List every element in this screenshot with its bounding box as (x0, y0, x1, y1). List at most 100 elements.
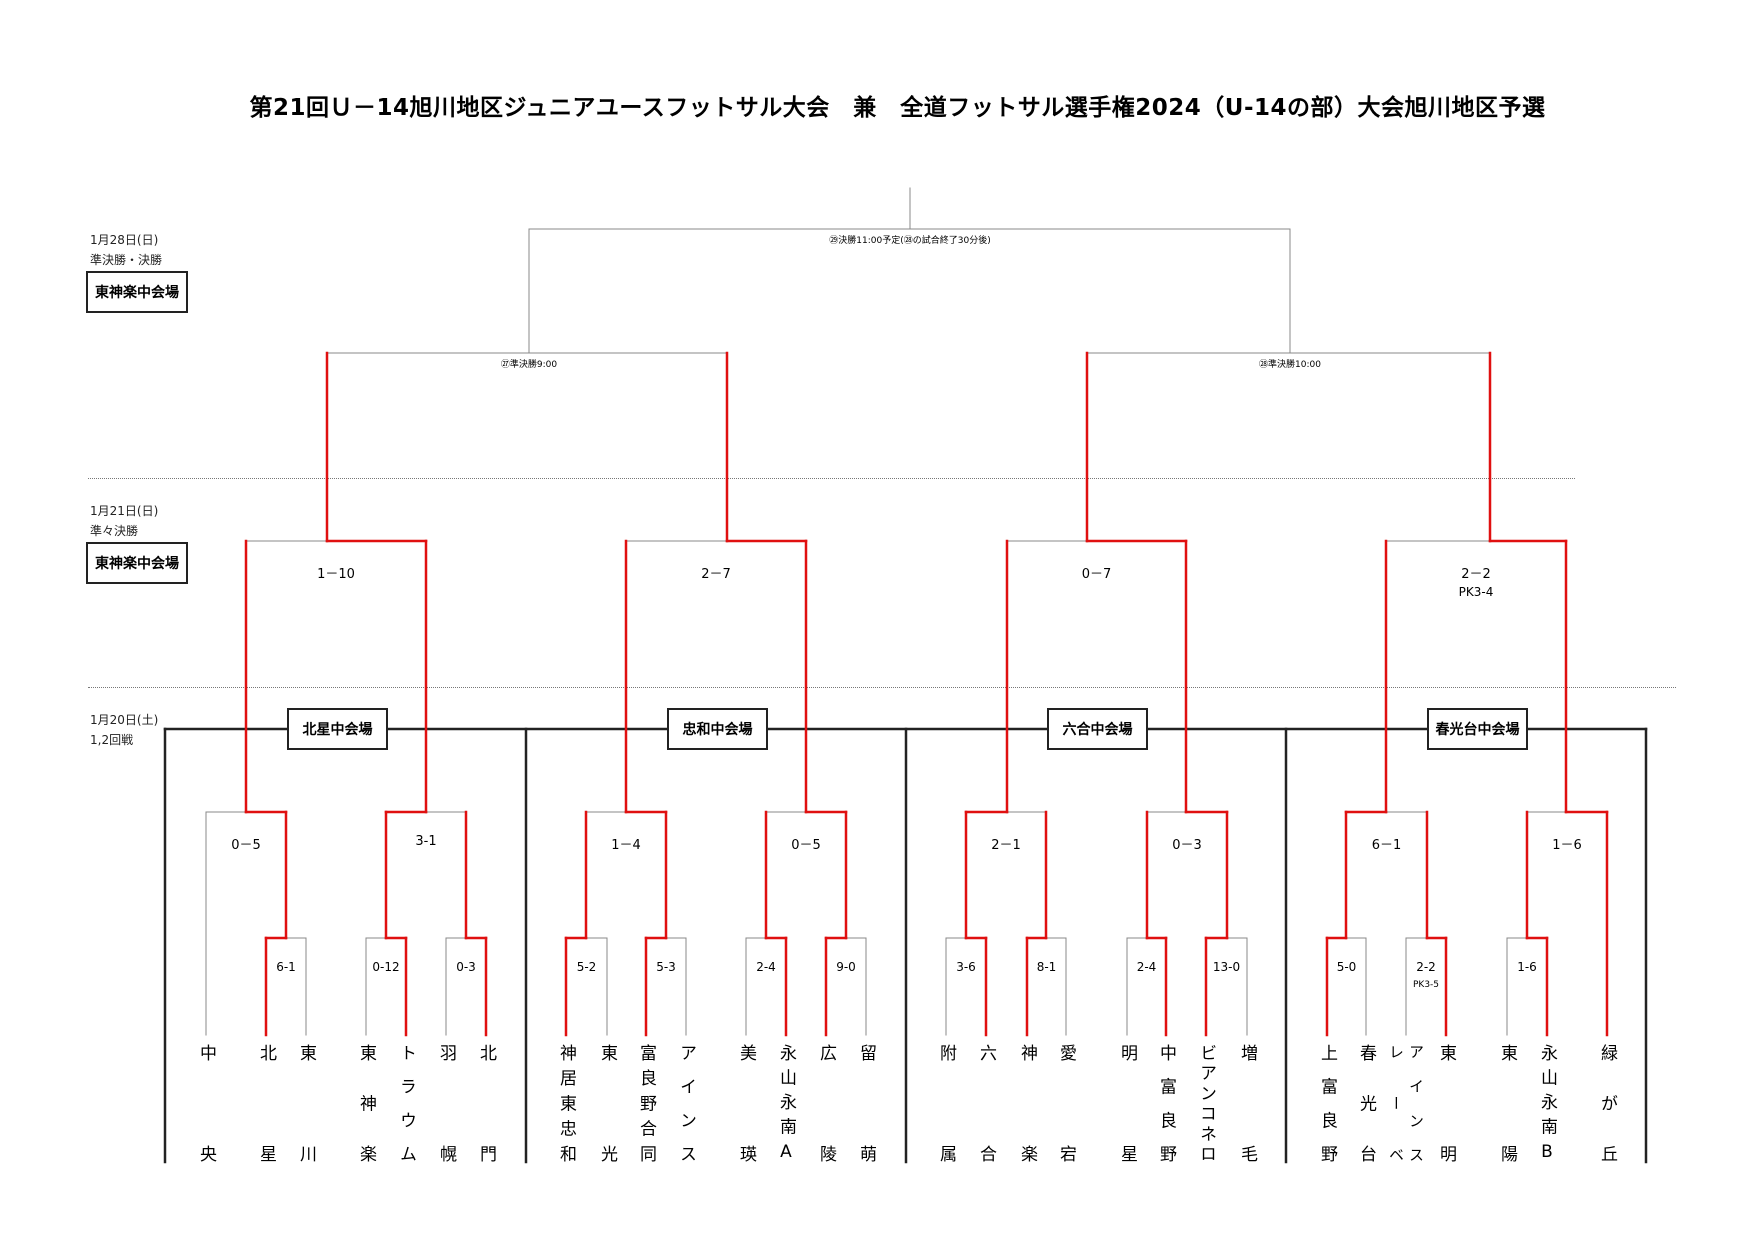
team-name-text: 羽幌 (436, 1044, 456, 1162)
team-name: トラウム (396, 1044, 416, 1162)
team-name-column: レーベ (1387, 1044, 1405, 1162)
team-name-text: トラウム (396, 1044, 416, 1162)
team-name: 富良野合同 (636, 1044, 656, 1162)
team-name: 神居東忠和 (556, 1044, 576, 1162)
team-name: 中富良野 (1156, 1044, 1176, 1162)
team-name-text: 北星 (256, 1044, 276, 1162)
venue-box-qf: 東神楽中会場 (86, 542, 188, 584)
team-name: 広陵 (816, 1044, 836, 1162)
schedule-date-r1: 1月20日(土) (90, 713, 159, 727)
team-name-text: 明星 (1117, 1044, 1137, 1162)
team-name-text: 附属 (936, 1044, 956, 1162)
team-name: 愛宕 (1056, 1044, 1076, 1162)
final-note: ㉙決勝11:00予定(㉘の試合終了30分後) (829, 236, 991, 246)
r1f-score: 2-4 (756, 960, 776, 974)
team-name-text: 神楽 (1017, 1044, 1037, 1162)
team-name-text: 愛宕 (1056, 1044, 1076, 1162)
venue-box-hokusei: 北星中会場 (287, 708, 388, 750)
team-name: 東陽 (1497, 1044, 1517, 1162)
team-name-text: 富良野合同 (636, 1044, 656, 1162)
team-name: 東神楽 (356, 1044, 376, 1162)
team-name: 東光 (597, 1044, 617, 1162)
r1g-score: 9-0 (836, 960, 856, 974)
team-name-text: アインス (676, 1044, 696, 1162)
team-name-column: アインス (1407, 1044, 1425, 1162)
qf4-score: 2－2 (1461, 567, 1491, 582)
team-name: ビアンコネロ (1196, 1044, 1216, 1162)
r2g-score: 6－1 (1371, 838, 1402, 853)
team-name: 春光台 (1356, 1044, 1376, 1162)
r1i-score: 8-1 (1036, 960, 1057, 974)
team-name-text: 美瑛 (736, 1044, 756, 1162)
qf1-score: 1－10 (317, 567, 355, 582)
schedule-round-qf: 準々決勝 (90, 524, 139, 538)
venue-box-chuwa: 忠和中会場 (667, 708, 768, 750)
r2c-score: 1－4 (611, 838, 641, 853)
r1m-pk-score: PK3-5 (1412, 980, 1440, 990)
r1d-score: 5-2 (576, 960, 597, 974)
r1a-score: 6-1 (276, 960, 296, 974)
team-name-text: 東神楽 (356, 1044, 376, 1162)
team-name-text: 北門 (476, 1044, 496, 1162)
team-name-text: 上富良野 (1317, 1044, 1337, 1162)
team-name: 永山永南B (1537, 1044, 1557, 1162)
team-name-text: 東川 (296, 1044, 316, 1162)
team-name: 永山永南A (776, 1044, 796, 1162)
venue-box-final: 東神楽中会場 (86, 271, 188, 313)
team-name: レーベアインス (1386, 1044, 1426, 1162)
r1b-score: 0-12 (372, 960, 400, 974)
team-name: 羽幌 (436, 1044, 456, 1162)
divider-semifinal (88, 478, 1575, 479)
r2e-score: 2－1 (991, 838, 1021, 853)
team-name-text: 広陵 (816, 1044, 836, 1162)
r2f-score: 0－3 (1172, 838, 1202, 853)
team-name: 東明 (1436, 1044, 1456, 1162)
qf3-score: 0－7 (1081, 567, 1112, 582)
venue-box-shunkodai: 春光台中会場 (1427, 708, 1528, 750)
team-name: 中央 (196, 1044, 216, 1162)
team-name-text: 緑が丘 (1597, 1044, 1617, 1162)
r2d-score: 0－5 (791, 838, 821, 853)
team-name-text: 東明 (1436, 1044, 1456, 1162)
team-name: 神楽 (1017, 1044, 1037, 1162)
team-name: 六合 (976, 1044, 996, 1162)
page-title: 第21回Ｕ－14旭川地区ジュニアユースフットサル大会 兼 全道フットサル選手権2… (249, 95, 1546, 121)
schedule-date-final: 1月28日(日) (90, 233, 159, 247)
team-name-text: 中央 (196, 1044, 216, 1162)
r1j-score: 2-4 (1136, 960, 1157, 974)
team-name: 附属 (936, 1044, 956, 1162)
sf1-note: ㉗準決勝9:00 (500, 360, 558, 370)
team-name-text: 神居東忠和 (556, 1044, 576, 1162)
team-name-text: 永山永南A (776, 1044, 796, 1162)
schedule-date-qf: 1月21日(日) (90, 504, 159, 518)
team-name: 上富良野 (1317, 1044, 1337, 1162)
team-name: 増毛 (1237, 1044, 1257, 1162)
r1k-score: 13-0 (1212, 960, 1241, 974)
team-name: 美瑛 (736, 1044, 756, 1162)
team-name-text: 永山永南B (1537, 1044, 1557, 1162)
team-name: 北門 (476, 1044, 496, 1162)
team-name-text: 留萌 (856, 1044, 876, 1162)
team-name: アインス (676, 1044, 696, 1162)
r1h-score: 3-6 (956, 960, 976, 974)
r2b-score: 3-1 (415, 834, 437, 849)
team-name-text: 春光台 (1356, 1044, 1376, 1162)
r2h-score: 1－6 (1552, 838, 1582, 853)
r1m-score: 2-2 (1416, 960, 1436, 974)
r1n-score: 1-6 (1517, 960, 1537, 974)
team-name-text: 中富良野 (1156, 1044, 1176, 1162)
team-name: 北星 (256, 1044, 276, 1162)
team-name-text: 増毛 (1237, 1044, 1257, 1162)
team-name-text: ビアンコネロ (1196, 1044, 1216, 1162)
team-name: 東川 (296, 1044, 316, 1162)
venue-box-rokugo: 六合中会場 (1047, 708, 1148, 750)
sf2-note: ㉘準決勝10:00 (1259, 360, 1321, 370)
r1c-score: 0-3 (456, 960, 476, 974)
qf4-pk-score: PK3-4 (1458, 585, 1494, 599)
team-name-text: 東光 (597, 1044, 617, 1162)
team-name: 留萌 (856, 1044, 876, 1162)
schedule-round-final: 準決勝・決勝 (90, 253, 163, 267)
team-name: 明星 (1117, 1044, 1137, 1162)
team-name-text: 東陽 (1497, 1044, 1517, 1162)
